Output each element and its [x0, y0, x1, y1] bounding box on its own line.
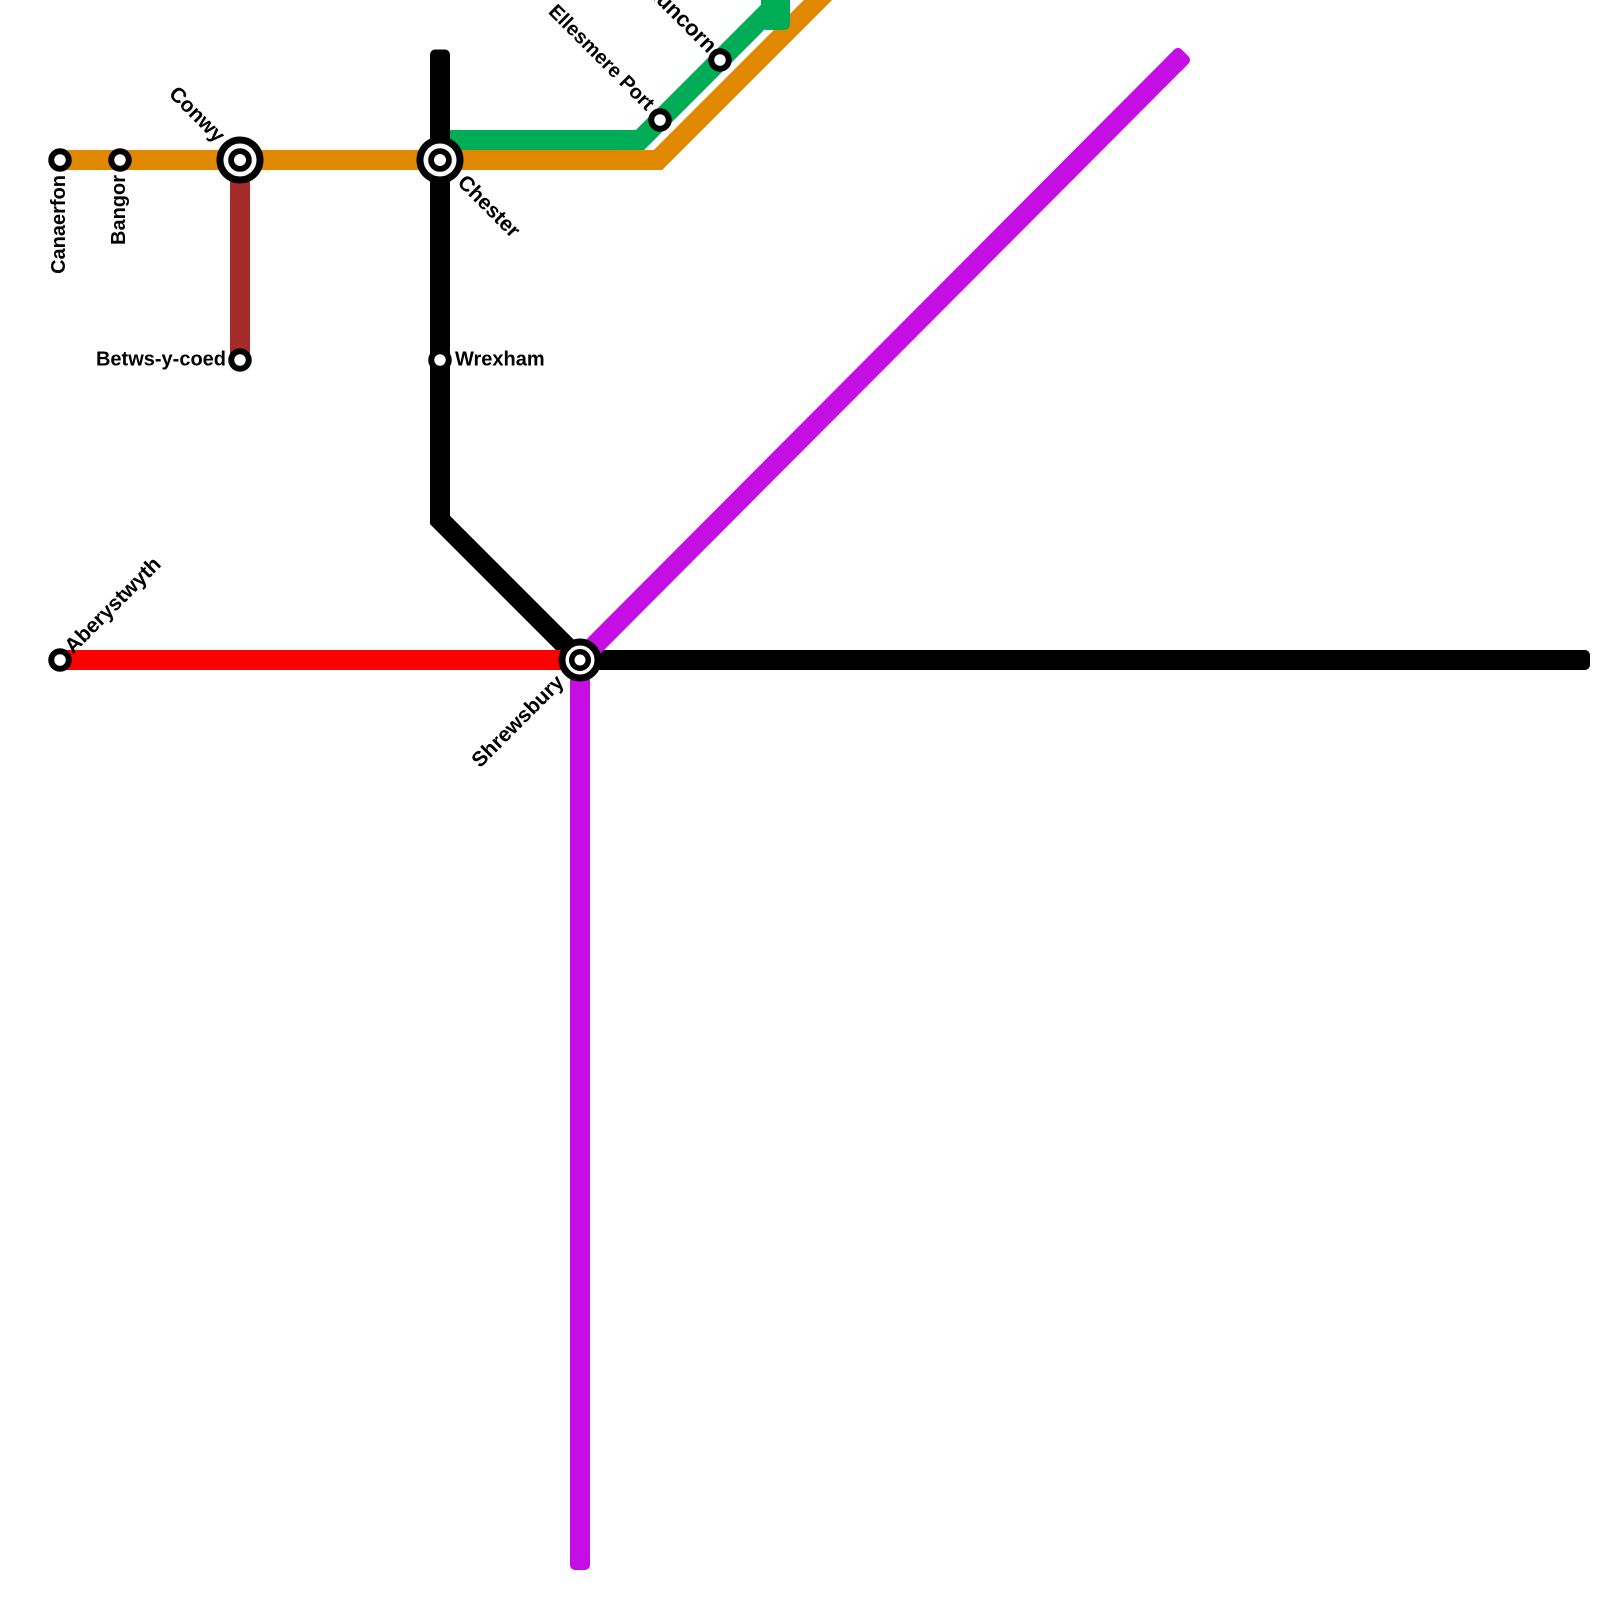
svg-text:Betws-y-coed: Betws-y-coed	[96, 349, 226, 371]
svg-text:Wrexham: Wrexham	[455, 349, 545, 371]
svg-text:Bangor: Bangor	[108, 175, 130, 245]
svg-text:Canaerfon: Canaerfon	[48, 175, 70, 274]
